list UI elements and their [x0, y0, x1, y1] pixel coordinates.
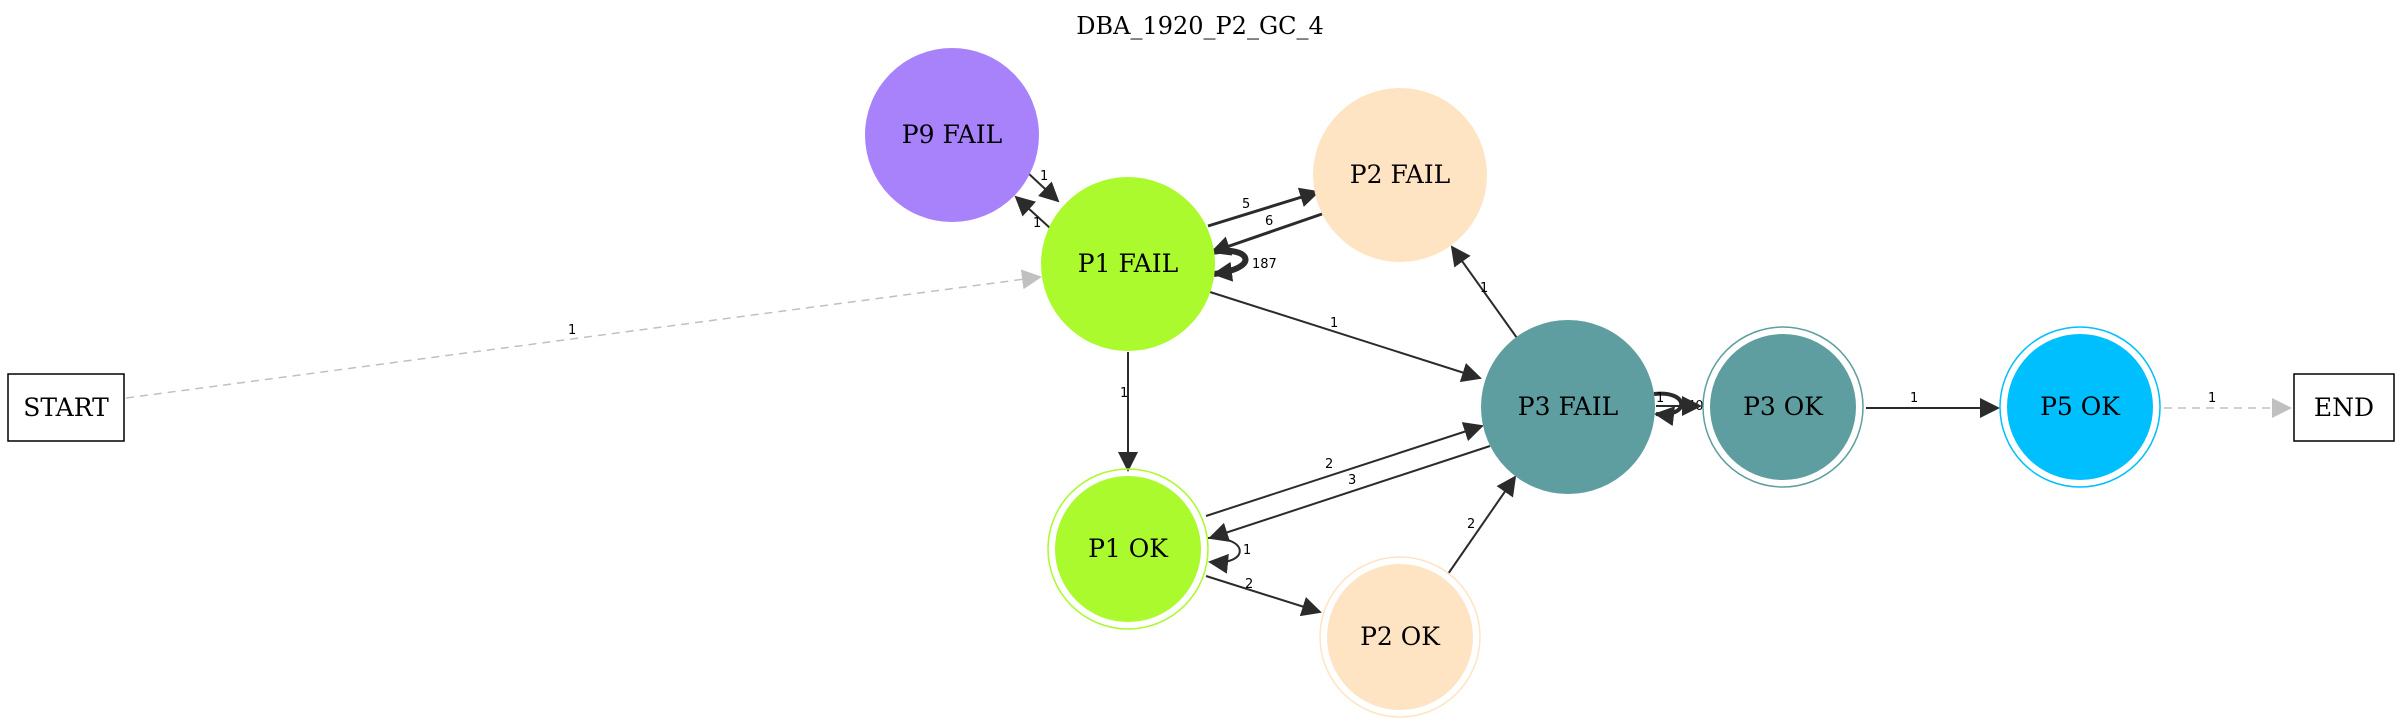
edge-label: 1 — [568, 323, 576, 338]
node-label: P3 FAIL — [1518, 392, 1618, 421]
node-label: P2 FAIL — [1350, 160, 1450, 189]
node-end[interactable]: END — [2293, 373, 2395, 442]
edge-p5ok-end: 1 — [2164, 391, 2292, 418]
node-p1-ok[interactable]: P1 OK — [1047, 468, 1209, 630]
node-start[interactable]: START — [7, 373, 125, 442]
node-label: P5 OK — [2040, 392, 2121, 421]
edge-label: 6 — [1265, 214, 1273, 229]
edge-p1fail-p9fail: 1 — [1014, 195, 1051, 231]
node-p1-fail[interactable]: P1 FAIL — [1041, 177, 1215, 351]
node-label: P1 FAIL — [1078, 249, 1178, 278]
edge-label: 1 — [1243, 543, 1251, 558]
node-label: P1 OK — [1088, 534, 1169, 563]
edge-label: 1 — [1656, 391, 1664, 406]
edge-p3ok-p5ok: 1 — [1866, 391, 2000, 418]
edge-start-p1fail: 1 — [125, 269, 1042, 399]
edge-label: 1 — [1480, 281, 1488, 296]
edge-p1ok-self: 1 — [1207, 536, 1251, 574]
edge-label: 2 — [1245, 577, 1253, 592]
edge-p2fail-p1fail: 6 — [1210, 212, 1323, 256]
node-label: END — [2314, 393, 2374, 422]
edge-label: 5 — [1242, 197, 1250, 212]
edge-p1fail-p2fail: 5 — [1207, 187, 1320, 228]
node-label: P9 FAIL — [902, 120, 1002, 149]
node-p3-ok[interactable]: P3 OK — [1702, 326, 1864, 488]
node-p9-fail[interactable]: P9 FAIL — [865, 48, 1039, 222]
edge-label: 187 — [1252, 257, 1277, 272]
edge-p1fail-p1ok: 1 — [1118, 352, 1138, 472]
edge-label: 1 — [1910, 391, 1918, 406]
diagram-title: DBA_1920_P2_GC_4 — [1076, 12, 1324, 40]
edge-label: 2 — [1467, 517, 1475, 532]
edge-p2ok-p3fail: 2 — [1447, 475, 1517, 575]
node-p2-ok[interactable]: P2 OK — [1319, 556, 1481, 718]
edge-p9fail-p1fail: 1 — [1027, 169, 1060, 203]
node-label: P3 OK — [1743, 392, 1824, 421]
edge-p3fail-p2fail: 1 — [1450, 245, 1518, 339]
node-label: START — [23, 393, 109, 422]
edge-p1fail-p3fail: 1 — [1209, 291, 1482, 383]
edge-p1fail-self: 187 — [1211, 247, 1277, 282]
edge-label: 3 — [1348, 473, 1356, 488]
edge-label: 1 — [1033, 216, 1041, 231]
node-label: P2 OK — [1360, 622, 1441, 651]
node-p3-fail[interactable]: P3 FAIL — [1481, 320, 1655, 494]
node-p2-fail[interactable]: P2 FAIL — [1313, 88, 1487, 262]
edge-label: 1 — [1330, 316, 1338, 331]
node-p5-ok[interactable]: P5 OK — [1999, 326, 2161, 488]
edge-label: 1 — [1120, 386, 1128, 401]
edge-p1ok-p2ok: 2 — [1205, 575, 1322, 617]
edge-label: 1 — [2208, 391, 2216, 406]
edge-p1ok-p3fail: 2 — [1205, 422, 1484, 517]
edge-p3fail-p3ok: 1 — [1656, 391, 1702, 416]
edge-label: 2 — [1325, 457, 1333, 472]
edge-p3fail-p1ok: 3 — [1208, 445, 1491, 542]
edge-label: 1 — [1040, 169, 1048, 184]
